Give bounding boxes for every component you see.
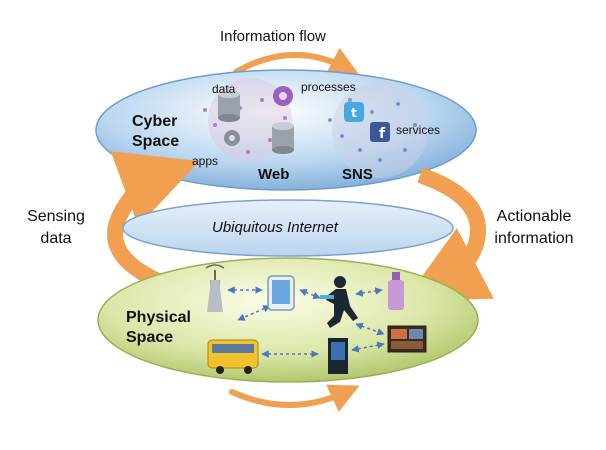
physical-space-label-line2: Space — [126, 329, 174, 346]
ubiquitous-internet-label: Ubiquitous Internet — [212, 219, 338, 236]
web-label: Web — [258, 166, 290, 183]
sensing-data-arrow — [107, 151, 200, 290]
database-icon — [272, 122, 294, 154]
actionable-information-arrow — [404, 167, 495, 301]
apps-label: apps — [192, 154, 219, 168]
actionable-information-label: Actionable information — [484, 206, 584, 250]
information-flow-label: Information flow — [220, 28, 326, 45]
services-label: services — [396, 123, 441, 137]
cyber-space-label-line2: Space — [132, 133, 180, 150]
processes-label: processes — [301, 80, 356, 94]
actionable-information-label-line2: information — [494, 230, 574, 247]
cyber-space-label: Cyber Space — [132, 112, 179, 152]
twitter-icon: t — [344, 102, 364, 122]
data-label: data — [212, 82, 236, 96]
gear-icon — [273, 86, 293, 106]
device-links — [227, 286, 385, 358]
bottle-icon — [388, 272, 404, 310]
monitor-icon — [387, 325, 427, 353]
gear-icon — [224, 130, 240, 146]
physical-space-label-line1: Physical — [126, 309, 191, 326]
physical-space-label: Physical Space — [126, 308, 191, 348]
information-flow-arrow-bottom — [229, 384, 360, 412]
database-icon — [218, 90, 240, 122]
actionable-information-label-line1: Actionable — [496, 208, 572, 225]
sensing-data-label-line1: Sensing — [27, 208, 85, 225]
facebook-icon: f — [370, 122, 390, 142]
sensing-data-label: Sensing data — [20, 206, 92, 250]
svg-text:t: t — [351, 106, 357, 120]
bus-icon — [207, 339, 259, 374]
phone-icon — [267, 275, 295, 311]
ubiquitous-internet-ellipse — [122, 199, 454, 257]
information-flow-arrow-top — [233, 47, 360, 75]
sensing-data-label-line2: data — [40, 230, 72, 247]
sns-label: SNS — [342, 166, 373, 183]
runner-icon — [320, 276, 358, 328]
kiosk-icon — [328, 338, 348, 374]
svg-text:f: f — [379, 126, 386, 142]
cell-tower-icon — [205, 264, 225, 312]
cyber-space-label-line1: Cyber — [132, 113, 178, 130]
